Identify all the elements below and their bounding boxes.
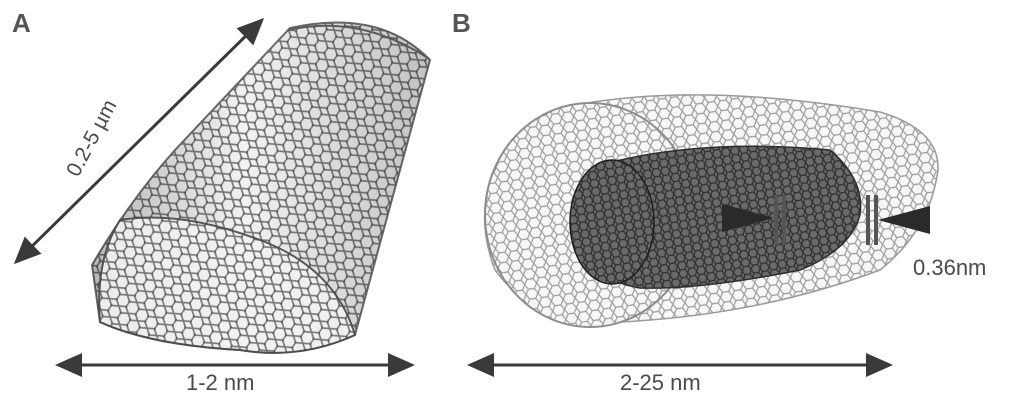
diameter-label-b: 2-25 nm [620,370,701,395]
multi-wall-nanotube [485,95,938,327]
panel-a-label: A [12,8,31,38]
panel-b-label: B [452,8,471,38]
spacing-label: 0.36nm [913,255,986,280]
diameter-label-a: 1-2 nm [186,370,254,395]
panel-b: B 0.36nm 2-25 nm [452,8,986,395]
panel-a: A 0.2-5 µm 1-2 nm [12,8,430,395]
single-wall-nanotube [92,22,430,352]
